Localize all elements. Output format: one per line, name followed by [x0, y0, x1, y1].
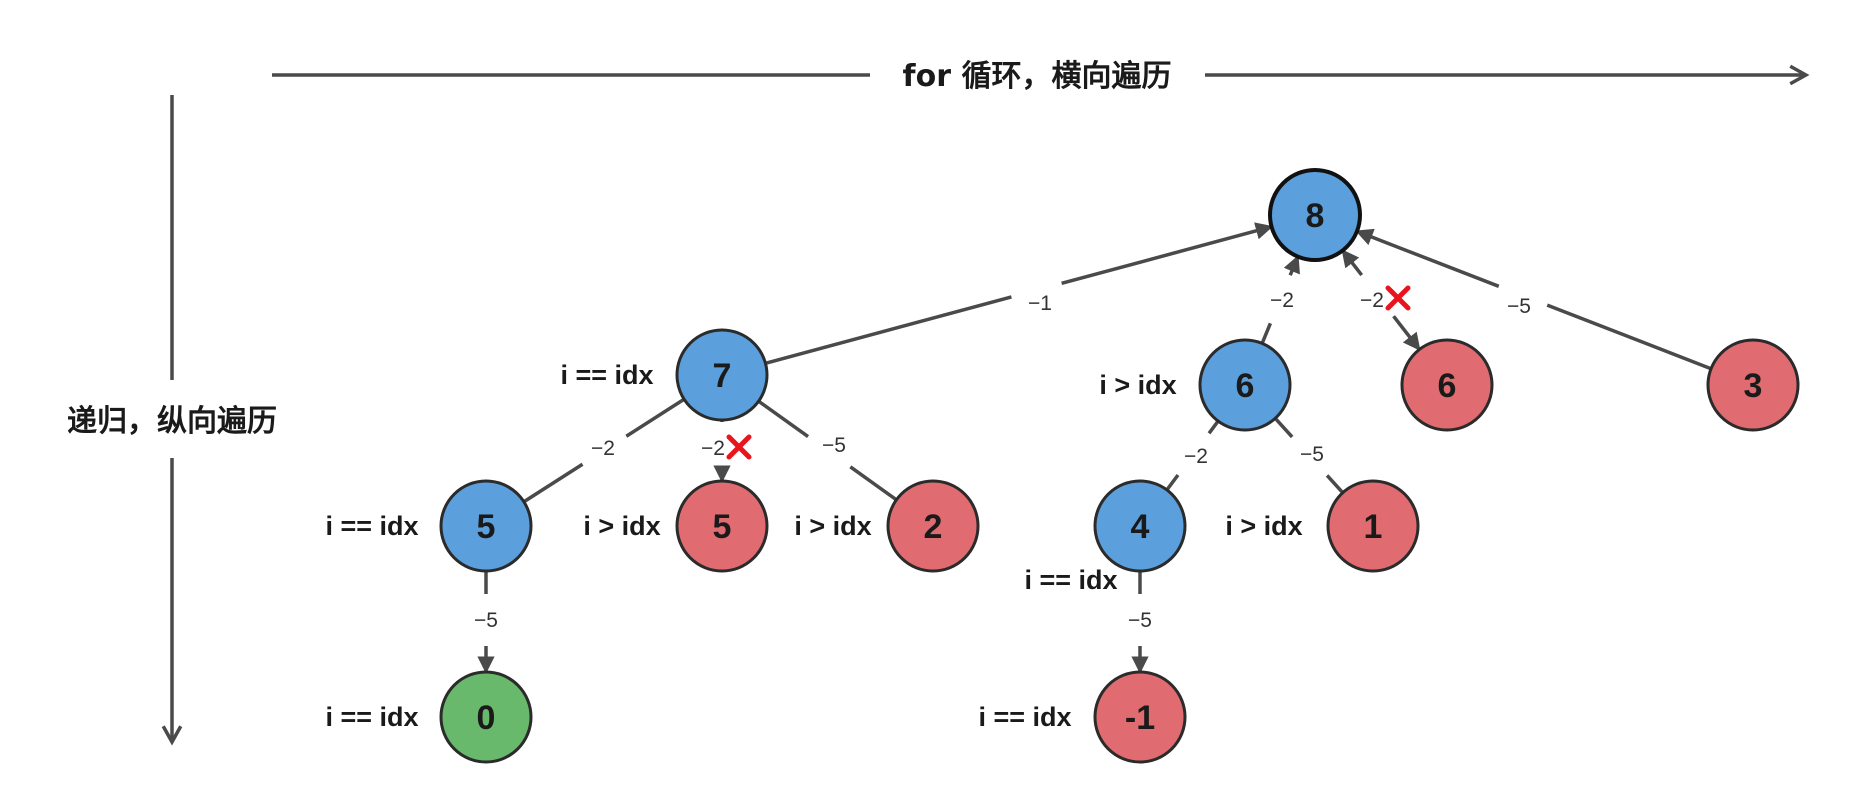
node-circle: [1268, 168, 1362, 262]
edge-n8-n7: −1: [764, 222, 1274, 365]
node-circle: [1198, 338, 1292, 432]
edge-n6a-n1: −5: [1273, 417, 1345, 494]
tree-node-n7: 7 i == idx: [560, 328, 769, 422]
node-value: 5: [477, 508, 496, 546]
node-value: 8: [1306, 197, 1325, 235]
edge-segment: [1260, 322, 1273, 345]
edge-segment: [1392, 315, 1421, 351]
edge-n7-n5b: −2: [701, 420, 752, 483]
node-condition-label: i > idx: [1225, 511, 1302, 541]
tree-node-n6a: 6 i > idx: [1099, 338, 1292, 432]
edge-weight-label: −5: [822, 434, 846, 457]
node-circle: [439, 479, 533, 573]
tree-node-n1: 1 i > idx: [1225, 479, 1420, 573]
node-value: 5: [713, 508, 732, 546]
edge-weight-label: −2: [701, 437, 725, 460]
node-condition-label: i == idx: [325, 702, 418, 732]
edge-segment: [1061, 222, 1274, 286]
tree-node-n0: 0 i == idx: [325, 670, 533, 764]
node-circle: [1093, 670, 1187, 764]
edge-segment: [1165, 473, 1180, 491]
tree-node-n4: 4 i == idx: [1024, 479, 1187, 595]
edge-segment: [522, 462, 584, 504]
node-condition-label: i == idx: [560, 360, 653, 390]
pruned-cross-icon: [1385, 285, 1411, 311]
node-circle: [1093, 479, 1187, 573]
tree-node-n5b: 5 i > idx: [583, 479, 769, 573]
edge-weight-label: −5: [1128, 609, 1152, 632]
edge-n8-n3: −5: [1355, 228, 1712, 371]
edge-segment: [1207, 420, 1220, 435]
edge-weight-label: −2: [1360, 289, 1384, 312]
edge-segment: [1283, 254, 1300, 276]
edge-segment: [625, 397, 686, 438]
tree-node-nm1: -1 i == idx: [978, 670, 1187, 764]
node-circle: [675, 479, 769, 573]
edge-weight-label: −2: [1184, 445, 1208, 468]
edge-segment: [1355, 228, 1500, 288]
node-value: 4: [1131, 508, 1150, 546]
node-value: 1: [1364, 508, 1383, 546]
node-value: 0: [477, 699, 496, 737]
node-circle: [1400, 338, 1494, 432]
node-condition-label: i > idx: [794, 511, 871, 541]
edge-segment: [757, 399, 810, 439]
edge-weight-label: −2: [1270, 289, 1294, 312]
node-condition-label: i == idx: [978, 702, 1071, 732]
edge-n5a-n0: −5: [474, 571, 498, 674]
node-circle: [439, 670, 533, 764]
node-condition-label: i > idx: [1099, 370, 1176, 400]
edge-n7-n2: −5: [757, 399, 898, 502]
edge-weight-label: −5: [1300, 443, 1324, 466]
edge-segment: [849, 465, 898, 502]
edge-weight-label: −5: [474, 609, 498, 632]
edges-layer: −1 −2 −2 −5 −2 −2 −5 −2 −5 −5 −5: [474, 222, 1712, 674]
pruned-cross-icon: [726, 434, 752, 460]
tree-node-n5a: 5 i == idx: [325, 479, 533, 573]
node-condition-label: i == idx: [1024, 565, 1117, 595]
tree-node-n3: 3: [1706, 338, 1800, 432]
edge-n8-n6a: −2: [1260, 254, 1300, 345]
node-circle: [886, 479, 980, 573]
edge-weight-label: −5: [1507, 295, 1531, 318]
edge-segment: [764, 295, 1012, 365]
nodes-layer: 8 7 i == idx 6 i > idx 6 3 5 i == idx 5 i > idx 2 i …: [325, 168, 1800, 764]
edge-segment: [1273, 417, 1294, 439]
tree-node-n2: 2 i > idx: [794, 479, 980, 573]
horizontal-axis-label: for 循环，横向遍历: [903, 59, 1172, 94]
edge-n6a-n4: −2: [1165, 420, 1220, 491]
node-circle: [1326, 479, 1420, 573]
vertical-axis-label: 递归，纵向遍历: [67, 404, 277, 439]
node-condition-label: i == idx: [325, 511, 418, 541]
edge-n4-nm1: −5: [1128, 571, 1152, 674]
edge-weight-label: −2: [591, 437, 615, 460]
edge-n8-n6b: −2: [1341, 249, 1421, 351]
edge-segment: [1546, 303, 1712, 371]
edge-segment: [1341, 249, 1364, 277]
node-value: 6: [1438, 367, 1457, 405]
edge-weight-label: −1: [1028, 292, 1052, 315]
node-value: 3: [1744, 367, 1763, 405]
edge-segment: [1325, 474, 1345, 494]
node-value: 2: [924, 508, 943, 546]
node-condition-label: i > idx: [583, 511, 660, 541]
edge-n7-n5a: −2: [522, 397, 686, 504]
tree-node-n8: 8: [1268, 168, 1362, 262]
node-value: 6: [1236, 367, 1255, 405]
node-circle: [1706, 338, 1800, 432]
node-value: 7: [713, 357, 732, 395]
node-circle: [675, 328, 769, 422]
node-value: -1: [1125, 699, 1155, 737]
tree-node-n6b: 6: [1400, 338, 1494, 432]
